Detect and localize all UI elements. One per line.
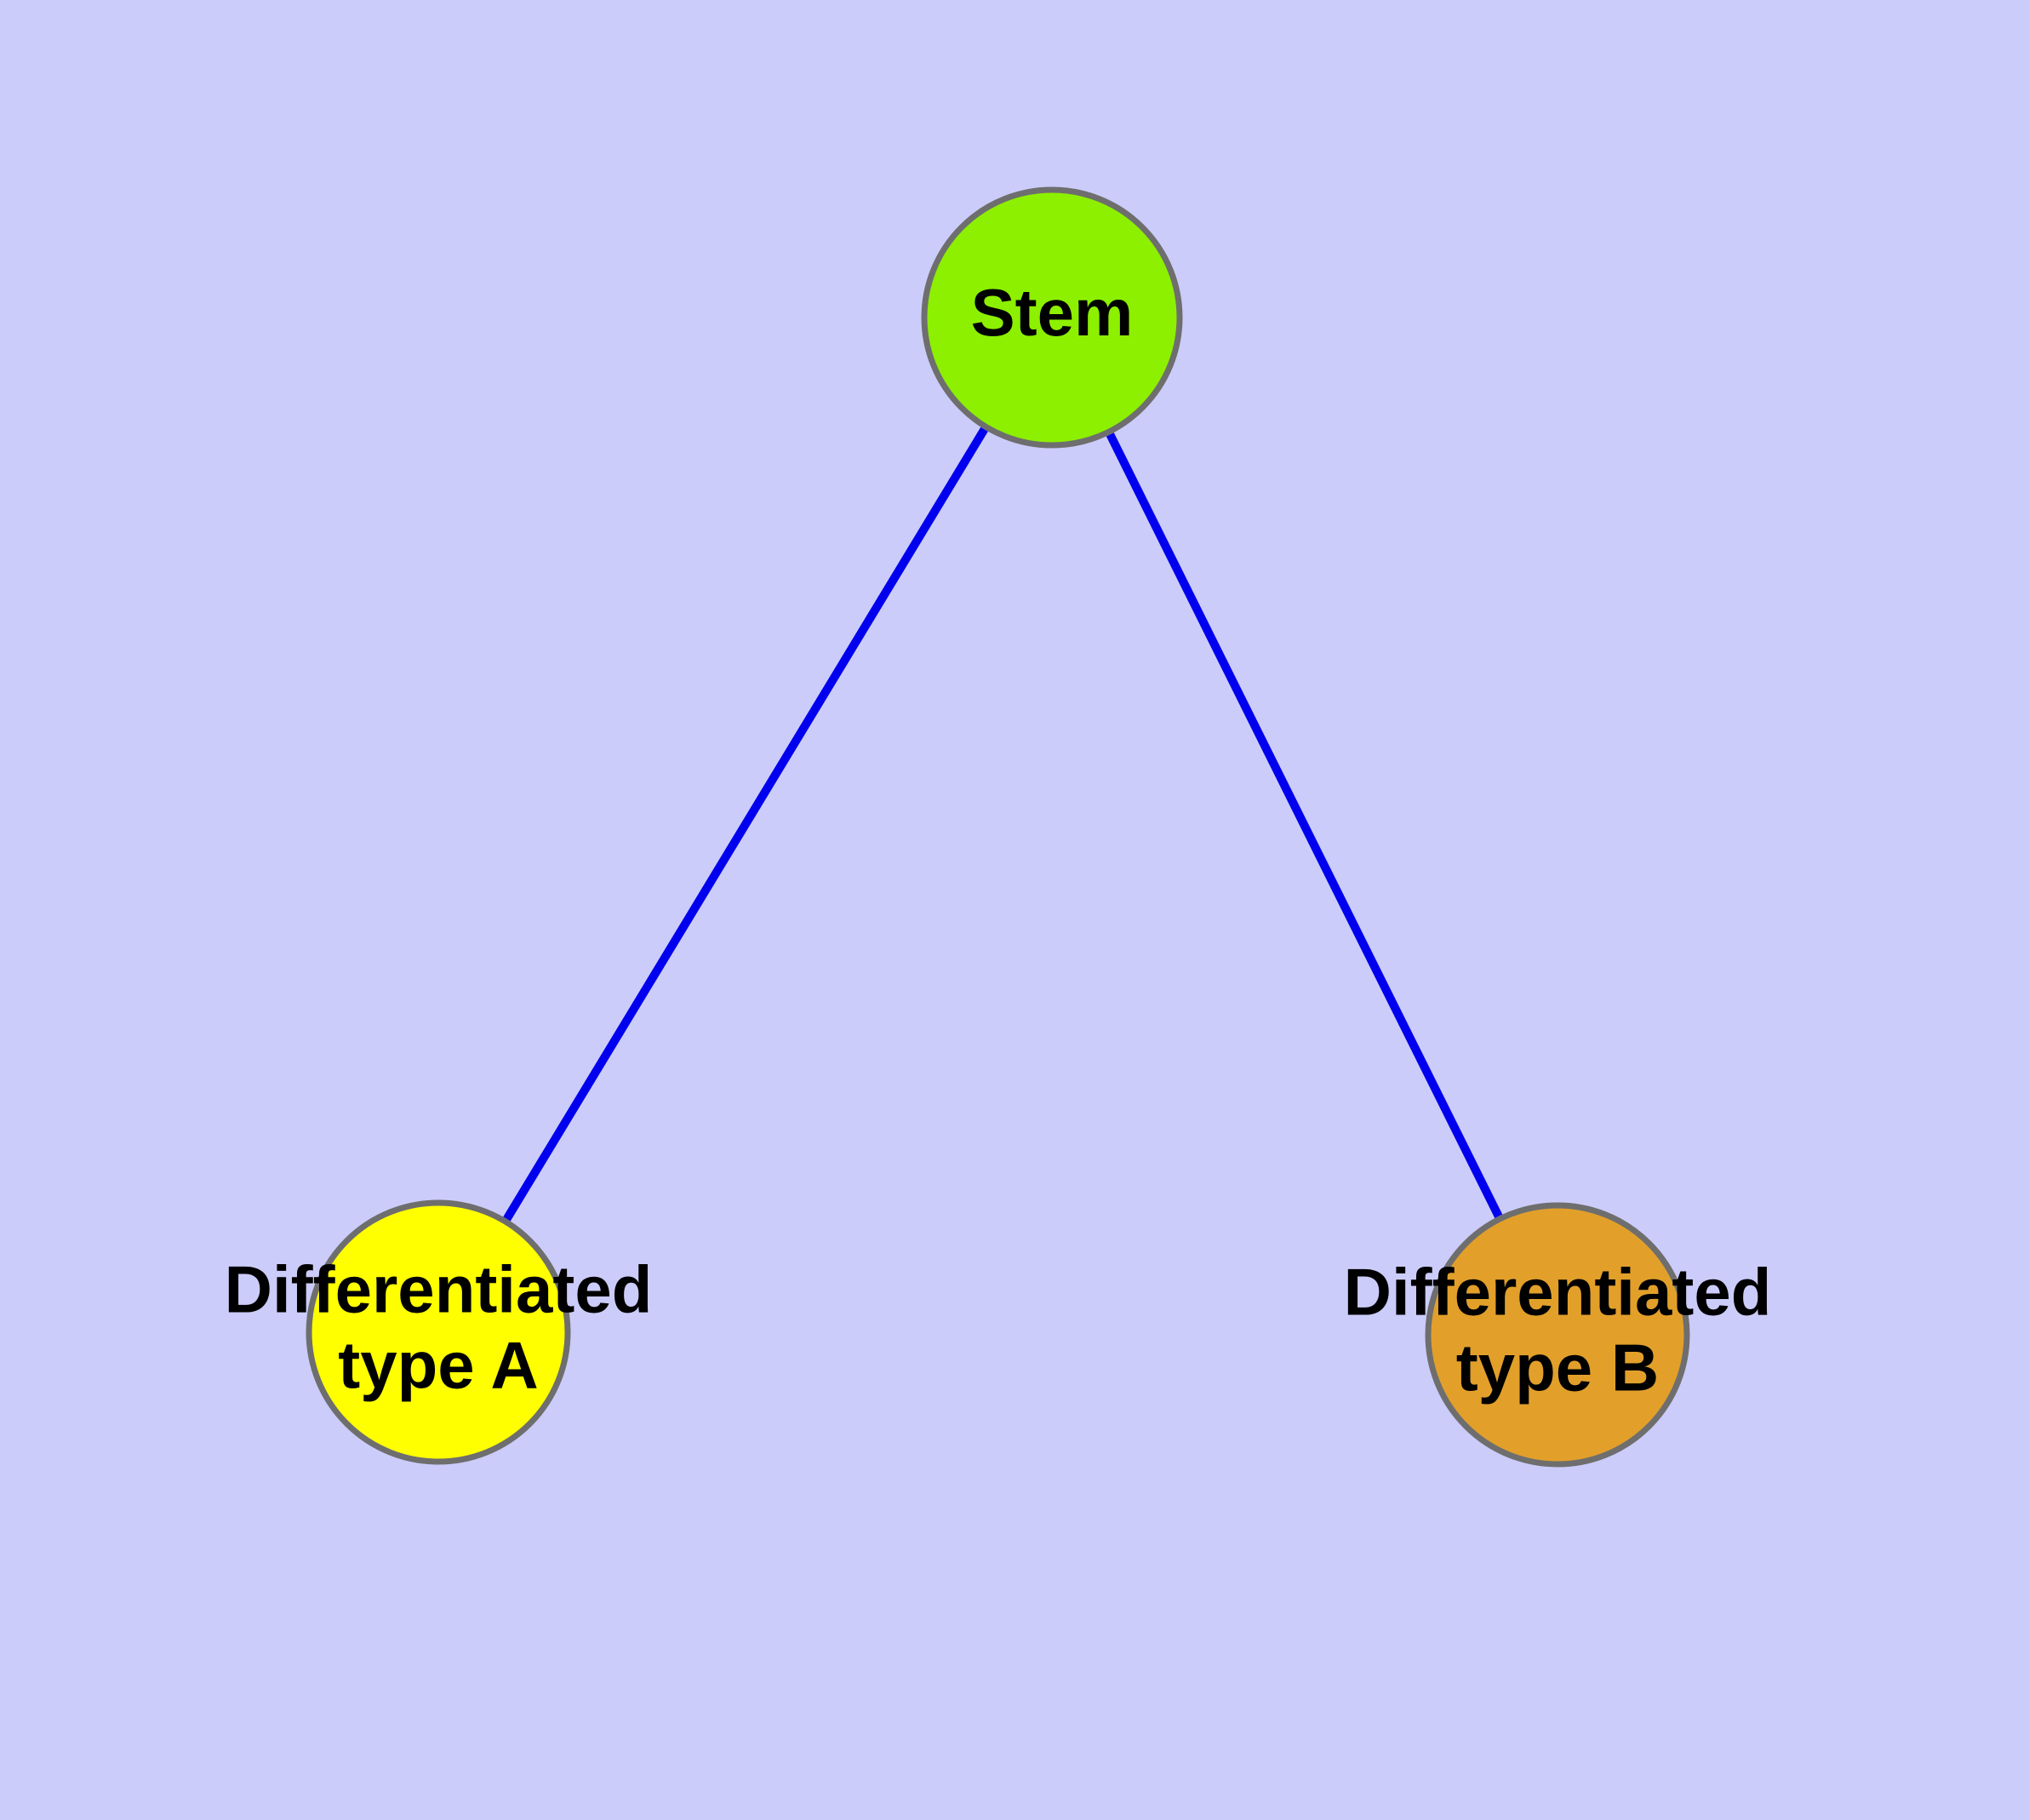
node-label-line: Differentiated <box>1344 1254 1772 1329</box>
edge-stem-to-b <box>1106 432 1503 1218</box>
nodes-layer <box>306 186 1690 1468</box>
node-stem[interactable] <box>921 186 1183 449</box>
node-diff-b[interactable] <box>1425 1202 1690 1468</box>
edges-layer <box>503 426 1503 1222</box>
node-label-line: type B <box>1456 1330 1659 1405</box>
node-label-line: Differentiated <box>225 1251 653 1326</box>
node-diff-a[interactable] <box>306 1199 571 1465</box>
node-label-stem: Stem <box>971 275 1134 350</box>
edge-stem-to-a <box>503 426 988 1222</box>
node-label-line: Stem <box>971 275 1134 350</box>
node-label-line: type A <box>338 1327 539 1402</box>
